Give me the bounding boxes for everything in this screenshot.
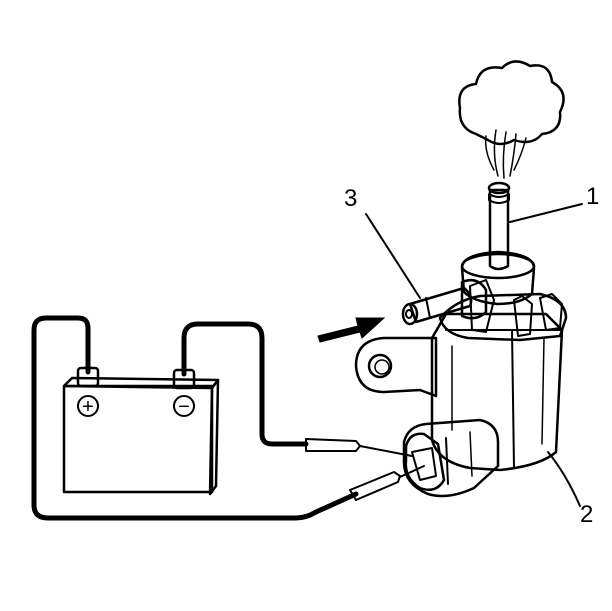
mounting-bracket — [354, 336, 438, 398]
electrical-connector — [402, 418, 500, 498]
cap-rib-right — [539, 293, 563, 331]
battery-side-face — [208, 378, 220, 496]
port-3-base — [460, 279, 488, 320]
connector-socket — [411, 447, 437, 481]
dome-top-rim — [460, 252, 536, 280]
lower-test-lead — [349, 471, 401, 501]
callout-leaders — [365, 203, 583, 507]
arrow-shape — [317, 317, 386, 343]
solenoid-housing — [430, 312, 564, 472]
negative-wire — [181, 321, 309, 447]
vacuum-port-3 — [408, 286, 473, 324]
flow-line-4 — [484, 135, 495, 171]
port-3-barb — [425, 297, 431, 319]
callout-3: 3 — [344, 185, 357, 212]
positive-symbol: + — [82, 396, 94, 418]
battery: + − — [62, 366, 220, 496]
top-cap-plate — [438, 292, 568, 342]
flow-line-1 — [493, 129, 499, 177]
callout-1: 1 — [586, 183, 599, 210]
positive-terminal — [76, 366, 100, 388]
negative-terminal — [172, 368, 196, 390]
negative-symbol-ring — [173, 395, 195, 417]
battery-front-face — [62, 384, 214, 494]
cap-rib-left — [513, 295, 533, 337]
lower-lead-pin — [399, 465, 425, 478]
leader-line-3 — [365, 213, 421, 299]
test-wiring — [31, 315, 425, 521]
port-1-opening — [487, 181, 511, 195]
leader-line-2 — [547, 451, 581, 507]
cloud-outline — [458, 60, 565, 146]
connector-shade-line — [469, 431, 473, 477]
flow-line-2 — [502, 131, 507, 179]
positive-symbol-ring — [77, 395, 99, 417]
connector-lock-tab — [445, 437, 449, 485]
connector-face — [404, 432, 446, 491]
cap-rib-front — [469, 279, 495, 333]
flow-line-5 — [513, 137, 527, 171]
housing-shade-line — [541, 337, 545, 445]
negative-symbol: − — [178, 396, 190, 418]
positive-wire — [31, 315, 359, 521]
callout-2: 2 — [580, 501, 593, 528]
port-3-bore — [405, 309, 413, 319]
vacuum-solenoid — [354, 181, 568, 498]
port-1-barb — [488, 193, 510, 204]
bracket-hole-inner — [374, 359, 390, 375]
airflow-cloud — [458, 60, 565, 179]
vacuum-port-1 — [488, 188, 510, 271]
leader-line-1 — [509, 203, 583, 223]
port-3-opening — [401, 302, 419, 326]
housing-edge-line — [511, 329, 515, 469]
bracket-mounting-hole — [367, 353, 393, 379]
flow-direction-arrow — [317, 317, 386, 343]
top-dome — [460, 250, 536, 306]
flow-line-3 — [509, 133, 517, 177]
upper-test-lead — [305, 438, 361, 452]
